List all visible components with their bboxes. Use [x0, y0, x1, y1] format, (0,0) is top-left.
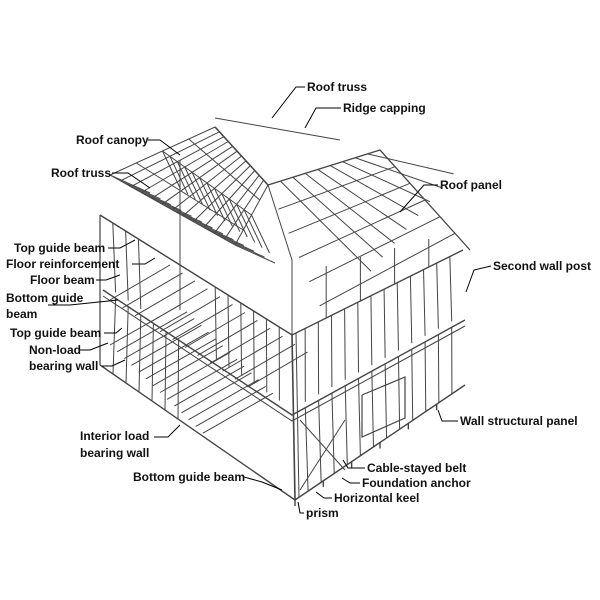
label-second-wall-post: Second wall post — [493, 259, 592, 273]
label-prism: prism — [306, 506, 339, 520]
label-top-guide-beam-upper: Top guide beam — [14, 241, 106, 255]
label-top-guide-beam-lower: Top guide beam — [10, 326, 102, 340]
label-interior-load-bearing-wall-line2: bearing wall — [80, 446, 150, 460]
label-foundation-anchor: Foundation anchor — [362, 476, 471, 490]
label-bottom-guide-beam-upper-line2: beam — [6, 307, 38, 321]
label-floor-beam: Floor beam — [30, 273, 95, 287]
label-horizontal-keel: Horizontal keel — [334, 491, 420, 505]
steel-house-frame-drawing — [99, 117, 471, 506]
label-ridge-capping: Ridge capping — [343, 101, 426, 115]
label-bottom-guide-beam-upper-line1: Bottom guide — [6, 291, 84, 305]
label-roof-truss-left: Roof truss — [51, 166, 111, 180]
label-wall-structural-panel: Wall structural panel — [460, 414, 578, 428]
label-roof-canopy: Roof canopy — [76, 133, 149, 147]
label-roof-panel: Roof panel — [440, 178, 502, 192]
label-roof-truss-top: Roof truss — [307, 80, 367, 94]
label-non-load-bearing-wall-line2: bearing wall — [29, 359, 99, 373]
label-cable-stayed-belt: Cable-stayed belt — [367, 461, 467, 475]
label-interior-load-bearing-wall-line1: Interior load — [80, 429, 150, 443]
label-non-load-bearing-wall-line1: Non-load — [29, 343, 81, 357]
label-bottom-guide-beam-lower: Bottom guide beam — [133, 470, 246, 484]
label-leader-lines — [48, 86, 492, 514]
label-floor-reinforcement: Floor reinforcement — [6, 257, 120, 271]
